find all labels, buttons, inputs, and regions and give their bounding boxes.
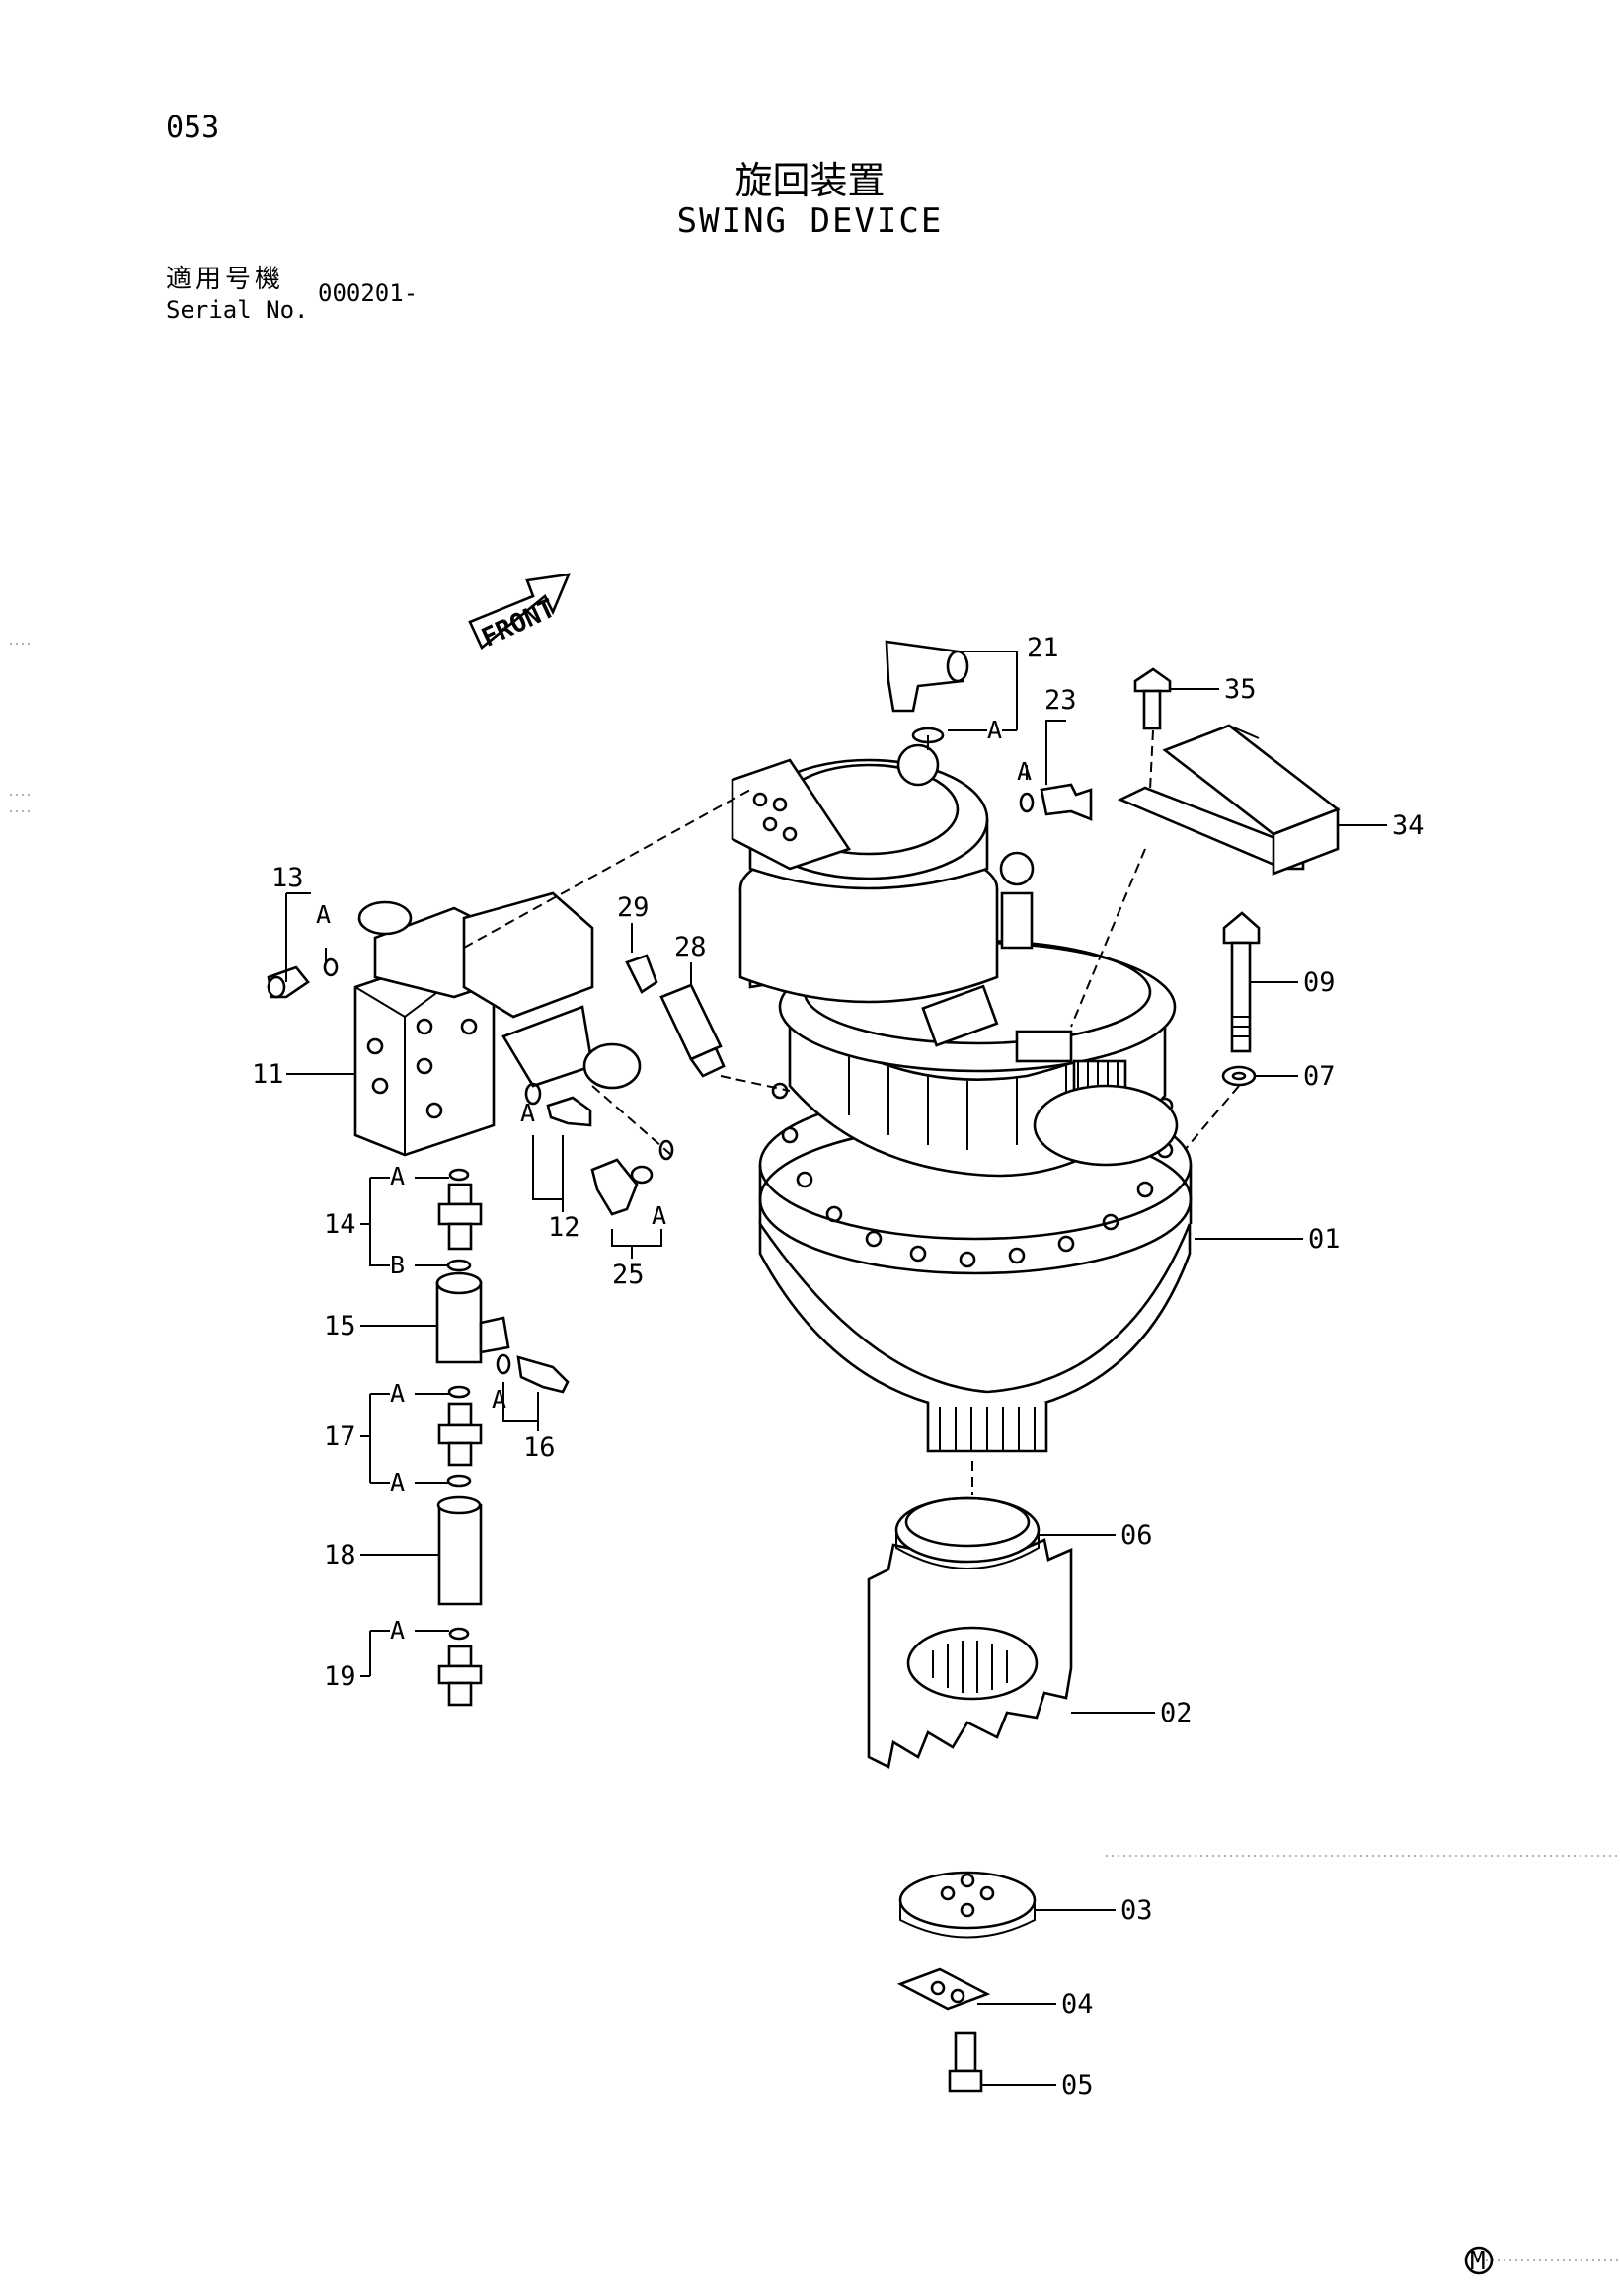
label-a-25: A (652, 1201, 666, 1230)
elbow-fitting-21 (885, 640, 969, 744)
fitting-stack-drawing (435, 1168, 570, 1707)
cover-drawing (898, 1871, 1037, 1939)
label-a-13: A (316, 900, 331, 929)
page-number: 053 (166, 111, 220, 145)
callout-23: 23 (1044, 685, 1077, 716)
callout-19: 19 (324, 1661, 356, 1692)
extension-18 (436, 1495, 483, 1606)
callout-28: 28 (674, 932, 707, 962)
callout-35: 35 (1224, 674, 1257, 705)
serial-label-japanese: 適用号機 (166, 265, 285, 294)
footer-mark-icon: M (1464, 2246, 1494, 2276)
callout-34: 34 (1392, 810, 1425, 841)
callout-11: 11 (252, 1059, 284, 1090)
callout-21: 21 (1027, 633, 1059, 663)
label-a-12: A (520, 1099, 535, 1127)
label-a-17-top: A (390, 1379, 405, 1408)
fitting-13 (267, 957, 339, 999)
label-a-21: A (987, 716, 1002, 744)
bolt-drawing-05 (948, 2031, 983, 2093)
label-a-14: A (390, 1162, 405, 1190)
plug-19 (437, 1645, 483, 1707)
lock-plate-drawing (896, 1967, 991, 2011)
fitting-25 (590, 1139, 674, 1216)
callout-25: 25 (612, 1260, 645, 1290)
front-arrow-icon: FRONT (468, 573, 572, 653)
bracket-drawing-34 (1117, 724, 1341, 876)
callout-03: 03 (1120, 1895, 1153, 1926)
callout-13: 13 (271, 863, 304, 893)
label-b-14: B (390, 1251, 405, 1279)
label-a-19: A (390, 1616, 405, 1645)
label-a-17-bottom: A (390, 1468, 405, 1496)
pinion-gear-drawing (867, 1518, 1073, 1769)
callout-05: 05 (1061, 2070, 1094, 2101)
callout-18: 18 (324, 1540, 356, 1570)
tee-15 (435, 1271, 510, 1364)
ring-seal-drawing (894, 1496, 1041, 1569)
assembly-lines (463, 729, 1240, 1495)
callout-07: 07 (1303, 1061, 1336, 1092)
adapter-17 (437, 1402, 483, 1467)
bolt-drawing-35 (1133, 667, 1172, 730)
serial-label-english: Serial No. (166, 296, 309, 324)
washer-drawing-07 (1221, 1065, 1257, 1087)
connection-labels: A A A A A A B A A A A (316, 716, 1032, 1645)
serial-number-value: 000201- (318, 279, 419, 307)
callout-12: 12 (548, 1212, 580, 1243)
swing-motor-drawing (731, 743, 1193, 1453)
callout-15: 15 (324, 1311, 356, 1341)
margin-marks (10, 643, 1620, 2261)
callout-02: 02 (1160, 1698, 1193, 1728)
callout-01: 01 (1308, 1224, 1341, 1255)
callout-14: 14 (324, 1209, 356, 1240)
callout-17: 17 (324, 1421, 356, 1452)
adapter-14 (437, 1183, 483, 1251)
leader-lines (285, 651, 1387, 2086)
footer-mark-label: M (1470, 2247, 1486, 2276)
part-callouts: 01 02 03 04 05 06 07 09 11 12 13 14 15 1… (252, 633, 1425, 2101)
check-valve-28 (659, 983, 726, 1078)
fitting-29 (625, 954, 658, 994)
callout-06: 06 (1120, 1520, 1153, 1551)
page-title-english: SWING DEVICE (676, 201, 944, 241)
fitting-16 (516, 1355, 570, 1394)
callout-29: 29 (617, 892, 650, 923)
bolt-drawing-09 (1222, 911, 1261, 1053)
callout-04: 04 (1061, 1989, 1094, 2020)
valve-block-drawing (353, 891, 642, 1157)
label-a-23: A (1017, 757, 1032, 786)
callout-16: 16 (523, 1432, 556, 1463)
page-title-japanese: 旋回装置 (734, 159, 886, 202)
label-a-16: A (492, 1385, 506, 1414)
fitting-12 (524, 1082, 592, 1127)
callout-09: 09 (1303, 967, 1336, 998)
elbow-fitting-23 (1019, 783, 1093, 821)
